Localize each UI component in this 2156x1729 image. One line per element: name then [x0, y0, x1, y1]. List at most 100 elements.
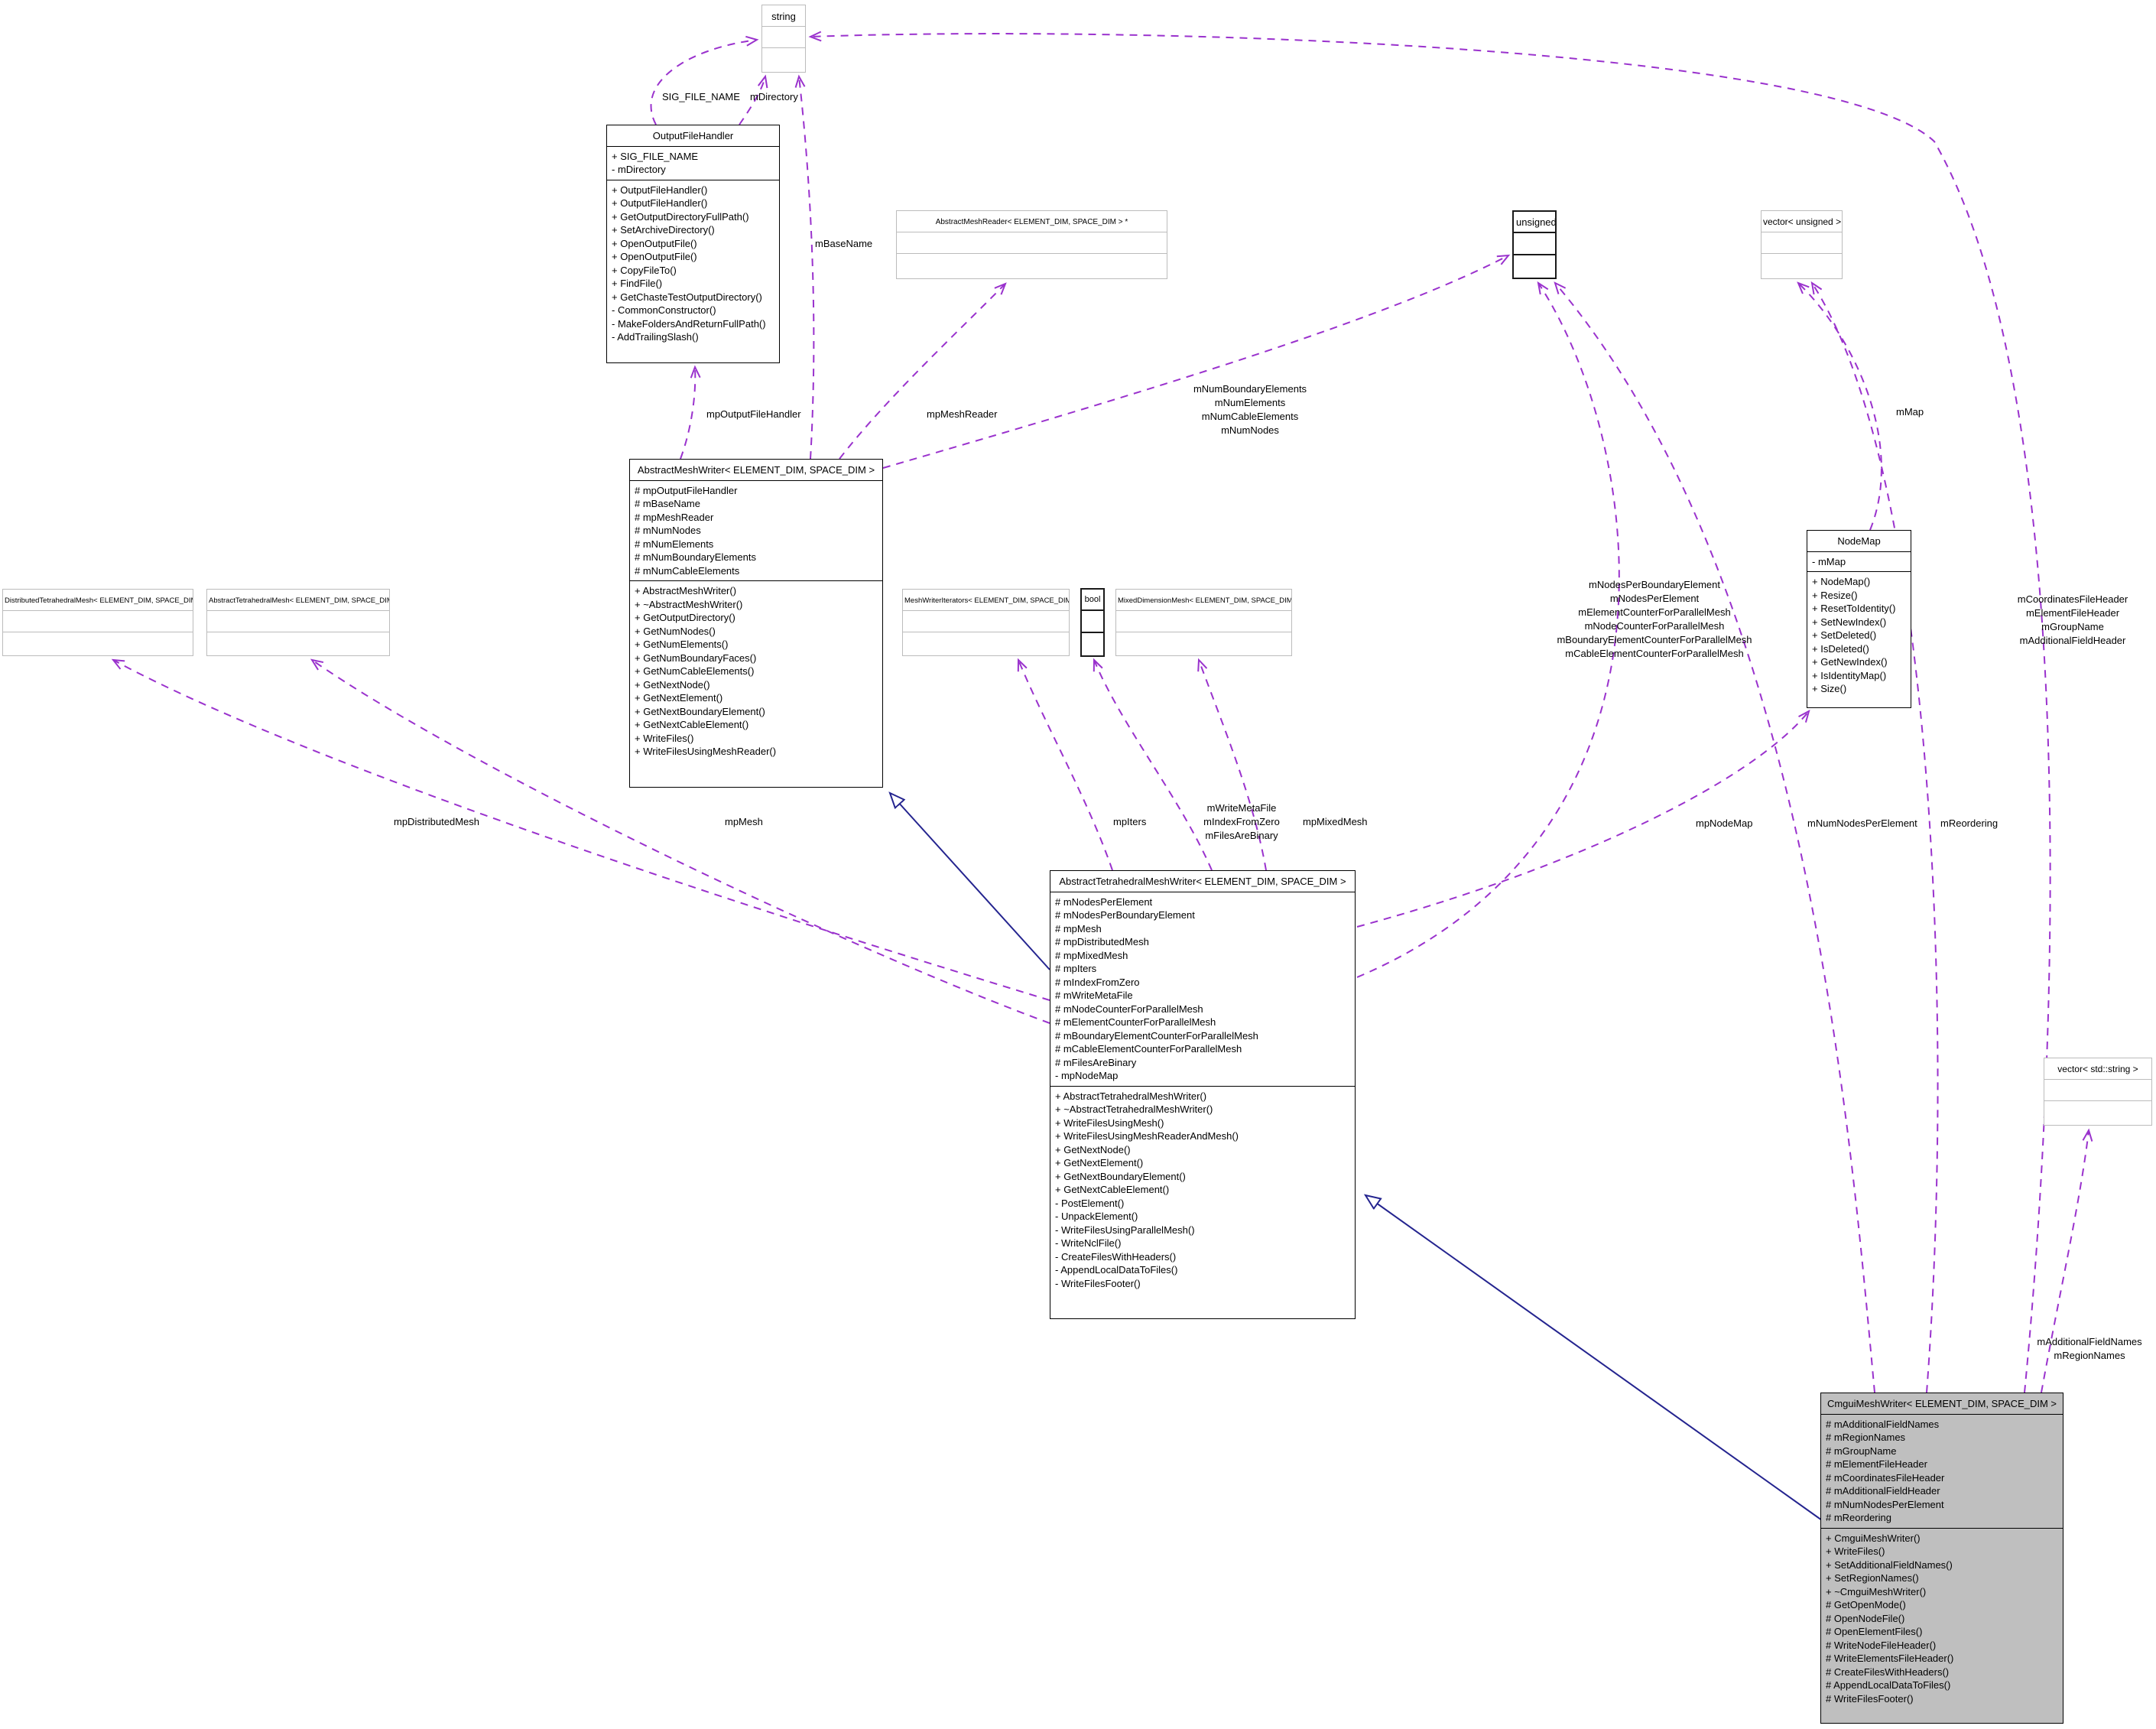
node-attributes: # mNodesPerElement# mNodesPerBoundaryEle… [1050, 892, 1355, 1086]
inherit-atmw-from-amw [890, 793, 1050, 970]
edge-label-line: mIndexFromZero [1203, 816, 1280, 827]
edge-label-line: mpMixedMesh [1303, 816, 1368, 827]
method-line: # WriteFilesFooter() [1826, 1692, 1914, 1705]
edge-label-line: mWriteMetaFile [1206, 802, 1277, 814]
method-line: + GetNumElements() [635, 639, 729, 650]
method-line: + ~CmguiMeshWriter() [1826, 1585, 1927, 1597]
node-output-file-handler[interactable]: OutputFileHandler+ SIG_FILE_NAME- mDirec… [606, 125, 780, 363]
node-unsigned[interactable]: unsigned [1512, 210, 1557, 279]
empty-compartment [1116, 611, 1291, 632]
edge-label-line: mGroupName [2041, 621, 2104, 632]
attribute-line: # mReordering [1826, 1512, 1891, 1523]
node-abstract-mesh-writer[interactable]: AbstractMeshWriter< ELEMENT_DIM, SPACE_D… [629, 459, 883, 788]
method-line: + GetNextElement() [1055, 1157, 1144, 1168]
attribute-line: # mFilesAreBinary [1055, 1056, 1137, 1068]
node-methods: + AbstractTetrahedralMeshWriter()+ ~Abst… [1050, 1085, 1355, 1319]
attribute-line: # mCoordinatesFileHeader [1826, 1471, 1945, 1484]
attribute-line: # mElementCounterForParallelMesh [1055, 1016, 1216, 1028]
method-line: - CreateFilesWithHeaders() [1055, 1250, 1177, 1263]
method-line: - MakeFoldersAndReturnFullPath() [612, 317, 766, 330]
edge-label-line: mCableElementCounterForParallelMesh [1565, 648, 1744, 659]
attribute-line: # mWriteMetaFile [1055, 990, 1133, 1001]
attribute-line: # mRegionNames [1826, 1432, 1906, 1443]
edge-label-line: SIG_FILE_NAME [662, 91, 740, 102]
edge-bool-flags [1093, 658, 1213, 871]
method-line: + GetNextBoundaryElement() [635, 705, 765, 717]
attribute-line: # mNodeCounterForParallelMesh [1055, 1003, 1203, 1015]
method-line: + ~AbstractMeshWriter() [635, 598, 743, 610]
attribute-line: # mNodesPerBoundaryElement [1055, 909, 1195, 921]
node-mixed-dimension-mesh[interactable]: MixedDimensionMesh< ELEMENT_DIM, SPACE_D… [1115, 589, 1292, 656]
label-mnumnodesperelement: mNumNodesPerElement [1807, 817, 1917, 830]
method-line: + ~AbstractTetrahedralMeshWriter() [1055, 1103, 1213, 1115]
node-abstract-mesh-reader[interactable]: AbstractMeshReader< ELEMENT_DIM, SPACE_D… [896, 210, 1167, 279]
empty-compartment [1082, 632, 1103, 655]
empty-compartment [1514, 254, 1555, 278]
edge-label-line: mNumBoundaryElements [1193, 383, 1307, 395]
node-vector-unsigned[interactable]: vector< unsigned > [1761, 210, 1843, 279]
method-line: + GetNextCableElement() [1055, 1184, 1170, 1195]
node-methods: + AbstractMeshWriter() + ~AbstractMeshWri… [630, 580, 882, 787]
empty-compartment [1761, 232, 1842, 253]
empty-compartment [903, 611, 1069, 632]
node-methods: + OutputFileHandler()+ OutputFileHandler… [607, 179, 779, 363]
node-methods: + CmguiMeshWriter()+ WriteFiles()+ SetAd… [1821, 1527, 2063, 1724]
node-abstract-tetrahedral-mesh-writer[interactable]: AbstractTetrahedralMeshWriter< ELEMENT_D… [1050, 870, 1356, 1319]
edge-label-line: mpMesh [725, 816, 763, 827]
edge-mreordering [1810, 281, 1939, 1393]
edge-label-line: mNodesPerElement [1609, 593, 1700, 604]
method-line: + GetNextNode() [635, 678, 710, 691]
node-bool[interactable]: bool [1080, 588, 1105, 657]
edge-mpiters [1017, 658, 1113, 871]
empty-compartment [897, 232, 1167, 253]
empty-compartment [3, 632, 193, 655]
method-line: + SetDeleted() [1812, 629, 1877, 641]
label-mpnodemap: mpNodeMap [1696, 817, 1752, 830]
empty-compartment [1082, 611, 1103, 632]
method-line: + Size() [1812, 683, 1847, 694]
method-line: + OutputFileHandler() [612, 184, 708, 196]
inherit-cmw-from-atmw [1365, 1195, 1823, 1521]
node-distributed-tetrahedral-mesh[interactable]: DistributedTetrahedralMesh< ELEMENT_DIM,… [2, 589, 193, 656]
node-title: DistributedTetrahedralMesh< ELEMENT_DIM,… [3, 590, 193, 611]
node-mesh-writer-iterators[interactable]: MeshWriterIterators< ELEMENT_DIM, SPACE_… [902, 589, 1070, 656]
node-title: bool [1082, 590, 1103, 611]
node-title: CmguiMeshWriter< ELEMENT_DIM, SPACE_DIM … [1821, 1393, 2063, 1415]
edge-label-line: mAdditionalFieldHeader [2019, 635, 2126, 646]
method-line: # CreateFilesWithHeaders() [1826, 1666, 1950, 1678]
empty-compartment [1761, 253, 1842, 278]
attribute-line: # mBoundaryElementCounterForParallelMesh [1055, 1029, 1258, 1042]
edge-label-line: mpMeshReader [927, 408, 998, 420]
edge-label-line: mBaseName [815, 238, 873, 249]
edge-mnumnodesperelement [1554, 281, 1875, 1393]
edge-cmw-headers [808, 31, 2051, 1393]
method-line: + WriteFilesUsingMeshReaderAndMesh() [1055, 1130, 1239, 1142]
method-line: + WriteFilesUsingMesh() [1055, 1116, 1164, 1129]
method-line: + AbstractMeshWriter() [635, 585, 737, 596]
attribute-line: - mMap [1812, 555, 1846, 567]
method-line: + GetNextNode() [1055, 1143, 1131, 1155]
edge-atmw-counters [1356, 281, 1620, 978]
method-line: + NodeMap() [1812, 576, 1871, 587]
node-title: MixedDimensionMesh< ELEMENT_DIM, SPACE_D… [1116, 590, 1291, 611]
empty-compartment [207, 611, 389, 632]
edge-cmw-name-vectors [2041, 1128, 2093, 1393]
method-line: + GetNumCableElements() [635, 665, 755, 677]
edge-mdirectory [739, 74, 768, 125]
attribute-line: # mNumBoundaryElements [635, 551, 756, 563]
method-line: + GetOutputDirectoryFullPath() [612, 210, 749, 223]
node-abstract-tetrahedral-mesh[interactable]: AbstractTetrahedralMesh< ELEMENT_DIM, SP… [206, 589, 390, 656]
edge-mpdistributedmesh [111, 658, 1050, 1001]
attribute-line: # mGroupName [1826, 1445, 1897, 1457]
node-cmgui-mesh-writer[interactable]: CmguiMeshWriter< ELEMENT_DIM, SPACE_DIM … [1820, 1393, 2063, 1724]
node-vector-std-string[interactable]: vector< std::string > [2044, 1058, 2152, 1126]
label-mreordering: mReordering [1940, 817, 1998, 830]
node-node-map[interactable]: NodeMap- mMap+ NodeMap()+ Resize()+ Rese… [1807, 530, 1911, 708]
method-line: - WriteNclFile() [1055, 1237, 1122, 1249]
label-mdirectory: mDirectory [750, 90, 798, 104]
node-string[interactable]: string [761, 5, 806, 73]
